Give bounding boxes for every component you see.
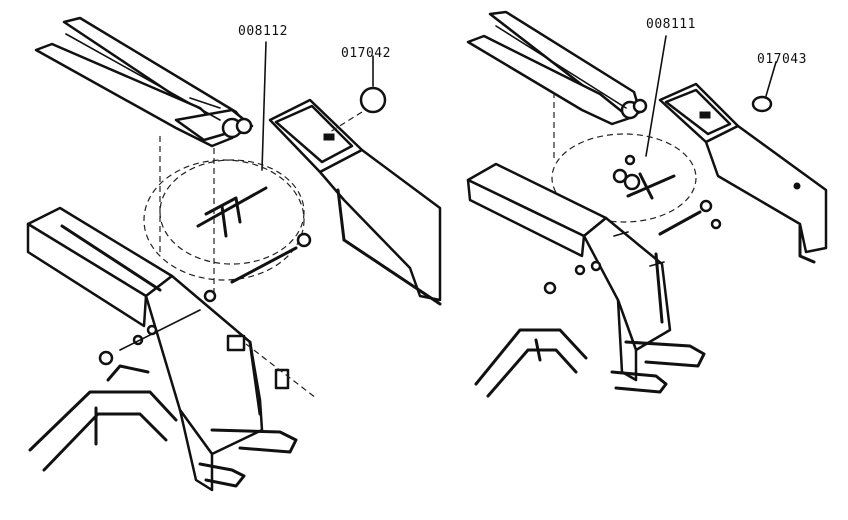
right-upper-fork <box>466 10 648 126</box>
right-pin-part <box>612 35 676 200</box>
left-lower-frame <box>26 206 317 492</box>
right-base-tubes <box>474 328 706 398</box>
left-base-tubes <box>28 364 298 488</box>
part-label-017042: 017042 <box>341 46 391 61</box>
left-pin-part <box>196 41 268 238</box>
right-lower-frame <box>466 162 672 382</box>
part-label-017043: 017043 <box>757 52 807 67</box>
left-assembly <box>26 16 442 492</box>
left-bolt <box>230 232 312 284</box>
right-cap-part <box>751 61 777 113</box>
left-box <box>268 98 442 306</box>
left-upper-fork <box>34 16 254 148</box>
right-assembly <box>466 10 828 398</box>
part-label-008112: 008112 <box>238 24 288 39</box>
right-box <box>658 82 828 264</box>
left-cap-part <box>359 86 387 114</box>
part-label-008111: 008111 <box>646 17 696 32</box>
